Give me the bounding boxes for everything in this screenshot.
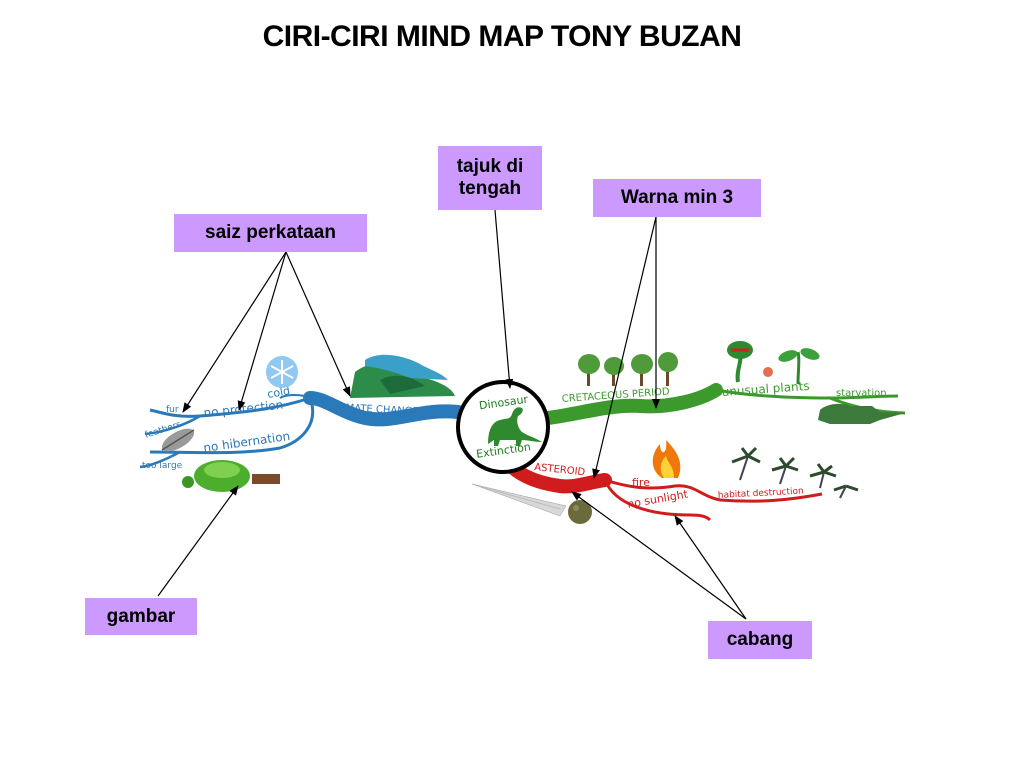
arrow-branch-sunlight	[674, 515, 747, 620]
central-topic: Dinosaur Extinction	[456, 380, 550, 474]
snowflake-icon	[266, 356, 298, 388]
annotation-arrows	[157, 209, 747, 620]
starvation-label: starvation	[836, 388, 887, 399]
climate-label: CLIMATE CHANGE	[330, 402, 419, 418]
turtle-icon	[182, 460, 280, 492]
arrow-word-size-fur	[182, 251, 287, 413]
label-picture: gambar	[85, 598, 197, 635]
label-word-size: saiz perkataan	[174, 214, 367, 252]
arrow-word-size-climate	[285, 251, 351, 397]
too-large-label: too large	[142, 461, 183, 471]
trees-icon	[578, 352, 678, 386]
arrow-center-topic	[494, 209, 514, 389]
habitat-destruction-label: habitat destruction	[718, 487, 804, 501]
fur-label: fur	[166, 405, 179, 415]
fire-icon	[652, 440, 681, 478]
climate-sub-branch-lower	[149, 397, 315, 455]
feather-icon	[161, 428, 195, 452]
climate-main-branch	[303, 391, 465, 427]
asteroid-label: ASTEROID	[534, 462, 586, 478]
no-sunlight-label: no sunlight	[626, 487, 689, 511]
climate-branch: CLIMATE CHANGE cold no protection fur fe…	[139, 354, 465, 492]
arrow-word-size-protection	[237, 251, 287, 411]
cold-label: cold	[266, 384, 291, 401]
dinosaur-silhouette-icon	[818, 403, 905, 424]
climate-sub-branch-upper	[149, 396, 311, 418]
label-colors: Warna min 3	[593, 179, 761, 217]
label-center-topic: tajuk di tengah	[438, 146, 542, 210]
arrow-colors-red	[592, 216, 657, 479]
arrow-branch-asteroid	[571, 491, 747, 620]
page-title: CIRI-CIRI MIND MAP TONY BUZAN	[262, 20, 742, 53]
meteor-icon	[471, 483, 592, 524]
arrow-picture	[157, 485, 239, 597]
sprout-icon	[778, 348, 820, 385]
label-branch: cabang	[708, 621, 812, 659]
unusual-plants-label: unusual plants	[721, 379, 810, 399]
dinosaur-icon	[488, 407, 542, 446]
fire-label: fire	[632, 476, 650, 489]
cretaceous-main-branch	[541, 383, 723, 425]
no-protection-label: no protection	[203, 398, 284, 420]
palm-trees-icon	[731, 446, 859, 499]
cretaceous-branch: CRETACEOUS PERIOD unusual plants starvat…	[541, 341, 906, 425]
landscape-icon	[350, 354, 455, 398]
carnivorous-plant-icon	[727, 341, 773, 383]
